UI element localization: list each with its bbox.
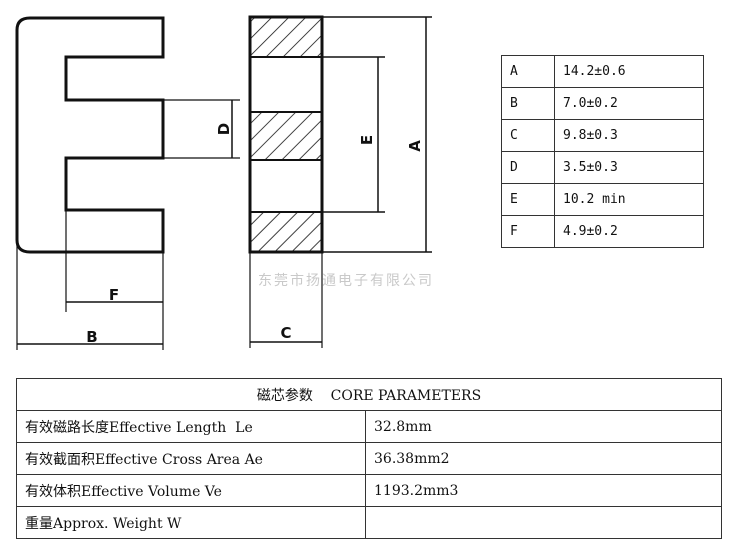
- parameter-name: 有效体积Effective Volume Ve: [16, 474, 366, 507]
- table-row: D 3.5±0.3: [501, 151, 704, 184]
- table-header: 磁芯参数 CORE PARAMETERS: [16, 378, 722, 411]
- dimension-value: 7.0±0.2: [554, 87, 704, 120]
- table-row: E 10.2 min: [501, 183, 704, 216]
- table-row: A 14.2±0.6: [501, 55, 704, 88]
- dimension-value: 14.2±0.6: [554, 55, 704, 88]
- dimension-label: E: [501, 183, 555, 216]
- dimension-value: 10.2 min: [554, 183, 704, 216]
- dim-label-e: E: [358, 135, 376, 145]
- core-drawing: D E A F B C: [15, 15, 432, 350]
- dimension-label: C: [501, 119, 555, 152]
- parameter-value: 1193.2mm3: [365, 474, 722, 507]
- dimension-label: F: [501, 215, 555, 248]
- dimension-c: C: [249, 252, 323, 348]
- dimension-label: D: [501, 151, 555, 184]
- dim-label-d: D: [215, 123, 233, 135]
- dimension-label: A: [501, 55, 555, 88]
- core-front-view: [248, 15, 432, 254]
- parameter-value: 36.38mm2: [365, 442, 722, 475]
- parameter-value: 32.8mm: [365, 410, 722, 443]
- core-side-outline: [15, 16, 165, 254]
- dim-label-c: C: [280, 324, 291, 342]
- company-watermark: 东莞市扬通电子有限公司: [258, 273, 434, 289]
- dimension-e: E: [358, 57, 379, 212]
- dim-label-b: B: [86, 328, 97, 346]
- table-row: 有效体积Effective Volume Ve 1193.2mm3: [16, 474, 722, 507]
- parameter-name: 有效截面积Effective Cross Area Ae: [16, 442, 366, 475]
- dimension-label: B: [501, 87, 555, 120]
- table-row: C 9.8±0.3: [501, 119, 704, 152]
- dim-label-a: A: [406, 140, 424, 152]
- dimension-a: A: [406, 17, 427, 252]
- dimension-b: B: [16, 240, 163, 350]
- table-row: F 4.9±0.2: [501, 215, 704, 248]
- table-header-row: 磁芯参数 CORE PARAMETERS: [16, 378, 722, 411]
- parameter-value: [365, 506, 722, 539]
- table-row: 重量Approx. Weight W: [16, 506, 722, 539]
- table-row: B 7.0±0.2: [501, 87, 704, 120]
- dimension-f: F: [65, 210, 164, 350]
- dimension-d: D: [163, 99, 240, 159]
- dimension-value: 3.5±0.3: [554, 151, 704, 184]
- core-parameters-table: 磁芯参数 CORE PARAMETERS 有效磁路长度Effective Len…: [16, 378, 722, 539]
- dimension-value: 9.8±0.3: [554, 119, 704, 152]
- table-row: 有效截面积Effective Cross Area Ae 36.38mm2: [16, 442, 722, 475]
- dimension-value: 4.9±0.2: [554, 215, 704, 248]
- parameter-name: 有效磁路长度Effective Length Le: [16, 410, 366, 443]
- dim-label-f: F: [109, 286, 119, 304]
- parameter-name: 重量Approx. Weight W: [16, 506, 366, 539]
- dimension-table: A 14.2±0.6 B 7.0±0.2 C 9.8±0.3 D 3.5±0.3…: [501, 55, 704, 248]
- table-row: 有效磁路长度Effective Length Le 32.8mm: [16, 410, 722, 443]
